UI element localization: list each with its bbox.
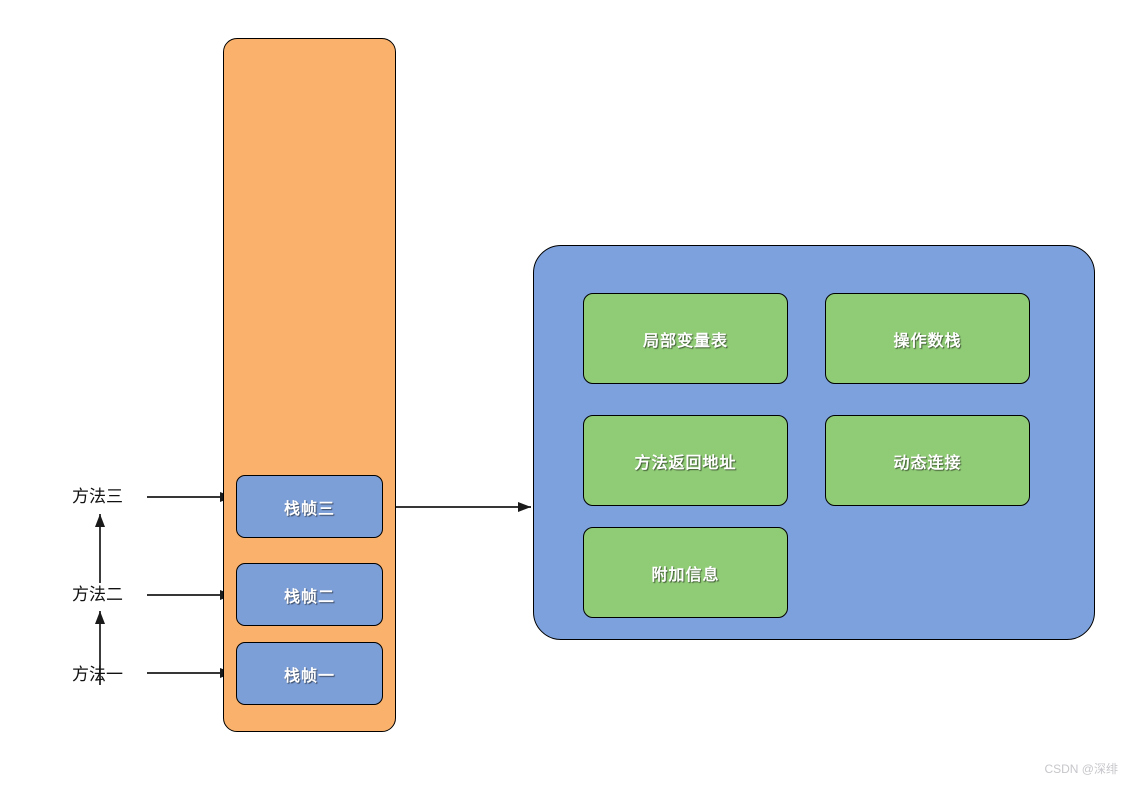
method-label-1: 方法一 <box>72 665 123 684</box>
detail-box-additional-info: 附加信息 <box>583 527 788 618</box>
detail-box-operand-stack: 操作数栈 <box>825 293 1030 384</box>
detail-box-dynamic-linking-label: 动态连接 <box>893 454 962 472</box>
stack-frame-1-label: 栈帧一 <box>283 667 335 685</box>
vm-stack-container <box>223 38 396 732</box>
watermark: CSDN @深绯 <box>1044 762 1118 776</box>
detail-box-method-return-address-label: 方法返回地址 <box>634 454 737 472</box>
stack-frame-2-label: 栈帧二 <box>283 588 335 606</box>
detail-box-additional-info-label: 附加信息 <box>651 566 720 584</box>
detail-box-operand-stack-label: 操作数栈 <box>893 332 962 350</box>
method-label-3: 方法三 <box>72 487 123 506</box>
stack-frame-3-label: 栈帧三 <box>283 500 335 518</box>
stack-frame-2: 栈帧二 <box>236 563 383 626</box>
detail-box-dynamic-linking: 动态连接 <box>825 415 1030 506</box>
method-label-2: 方法二 <box>72 585 123 604</box>
detail-box-local-variable-table: 局部变量表 <box>583 293 788 384</box>
stack-frame-3: 栈帧三 <box>236 475 383 538</box>
stack-frame-1: 栈帧一 <box>236 642 383 705</box>
detail-box-local-variable-table-label: 局部变量表 <box>642 332 728 350</box>
detail-box-method-return-address: 方法返回地址 <box>583 415 788 506</box>
